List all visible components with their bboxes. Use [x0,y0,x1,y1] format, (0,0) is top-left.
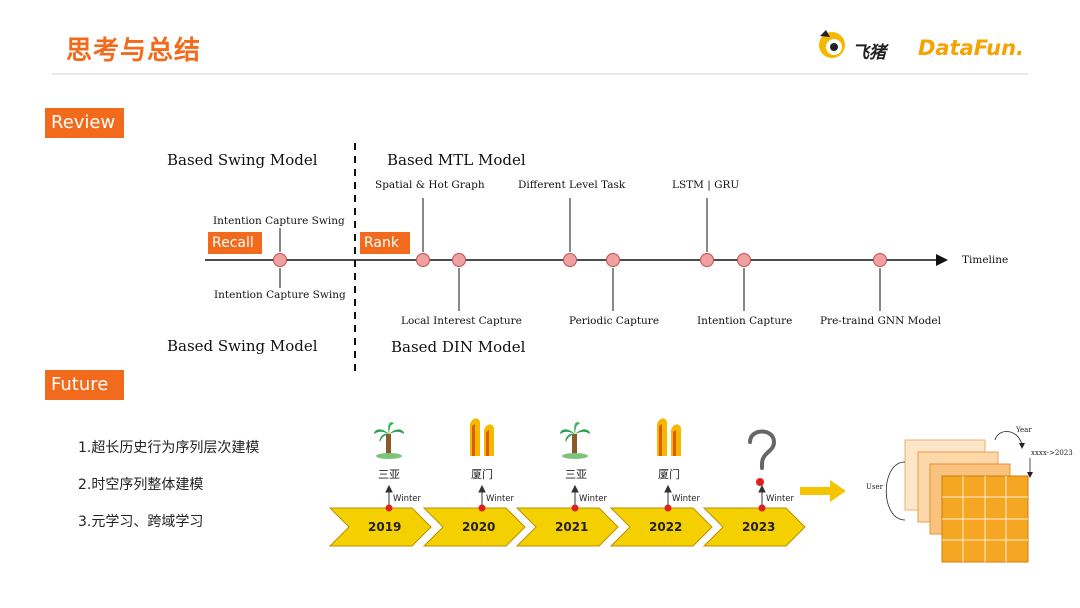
year-label: 2019 [368,520,402,534]
year-label: 2021 [555,520,589,534]
twin-towers-icon [470,418,494,456]
recall-tag: Recall [208,232,262,254]
user-year-cube [886,431,1033,563]
year-chevron [609,507,713,547]
year-label: 2023 [742,520,776,534]
rank-tag: Rank [360,232,410,254]
timeline-node [700,253,714,267]
timeline-node [416,253,430,267]
future-item: 2.时空序列整体建模 [78,477,204,493]
timeline-node [606,253,620,267]
fliggy-logo-text: 飞猪 [852,43,886,63]
timeline-node [737,253,751,267]
city-label: 厦门 [471,468,493,481]
page-title: 思考与总结 [66,36,202,66]
year-chevron [702,507,806,547]
event-label: Periodic Capture [569,315,660,327]
year-label: 2022 [649,520,683,534]
palm-tree-icon [560,422,590,459]
timeline-node [563,253,577,267]
timeline-arrowhead [936,254,948,266]
event-label: LSTM | GRU [672,179,740,191]
event-label: Intention Capture Swing [214,289,346,301]
event-label: Pre-traind GNN Model [820,315,941,327]
season-label: Winter [393,494,422,504]
event-label: Spatial & Hot Graph [375,179,485,191]
future-item: 1.超长历史行为序列层次建模 [78,440,260,456]
cube-range-label: xxxx->2023 [1031,449,1073,457]
year-chevron [422,507,526,547]
year-chevron [328,507,432,547]
season-label: Winter [486,494,515,504]
twin-towers-icon [657,418,681,456]
event-label: Different Level Task [518,179,626,191]
city-label: 三亚 [565,468,587,481]
rank-top-heading: Based MTL Model [387,151,526,169]
event-label: Intention Capture [697,315,793,327]
year-chevron [515,507,619,547]
datafun-logo: DataFun. [918,36,1025,60]
palm-tree-icon [374,422,404,459]
big-right-arrow [800,480,846,502]
rank-bottom-heading: Based DIN Model [391,338,526,356]
future-item: 3.元学习、跨域学习 [78,514,204,530]
season-label: Winter [766,494,795,504]
cube-year-label: Year [1016,426,1032,434]
future-tag: Future [45,370,124,400]
season-label: Winter [672,494,701,504]
recall-bottom-heading: Based Swing Model [167,337,318,355]
cube-user-label: User [866,483,883,491]
year-label: 2020 [462,520,496,534]
event-label: Intention Capture Swing [213,215,345,227]
recall-top-heading: Based Swing Model [167,151,318,169]
timeline-node [273,253,287,267]
event-label: Local Interest Capture [401,315,522,327]
timeline-node [873,253,887,267]
header-divider [52,73,1028,75]
question-mark-icon [748,429,777,486]
review-tag: Review [45,108,124,138]
season-label: Winter [579,494,608,504]
timeline-label: Timeline [962,254,1009,266]
timeline-node [452,253,466,267]
city-label: 厦门 [658,468,680,481]
city-label: 三亚 [378,468,400,481]
